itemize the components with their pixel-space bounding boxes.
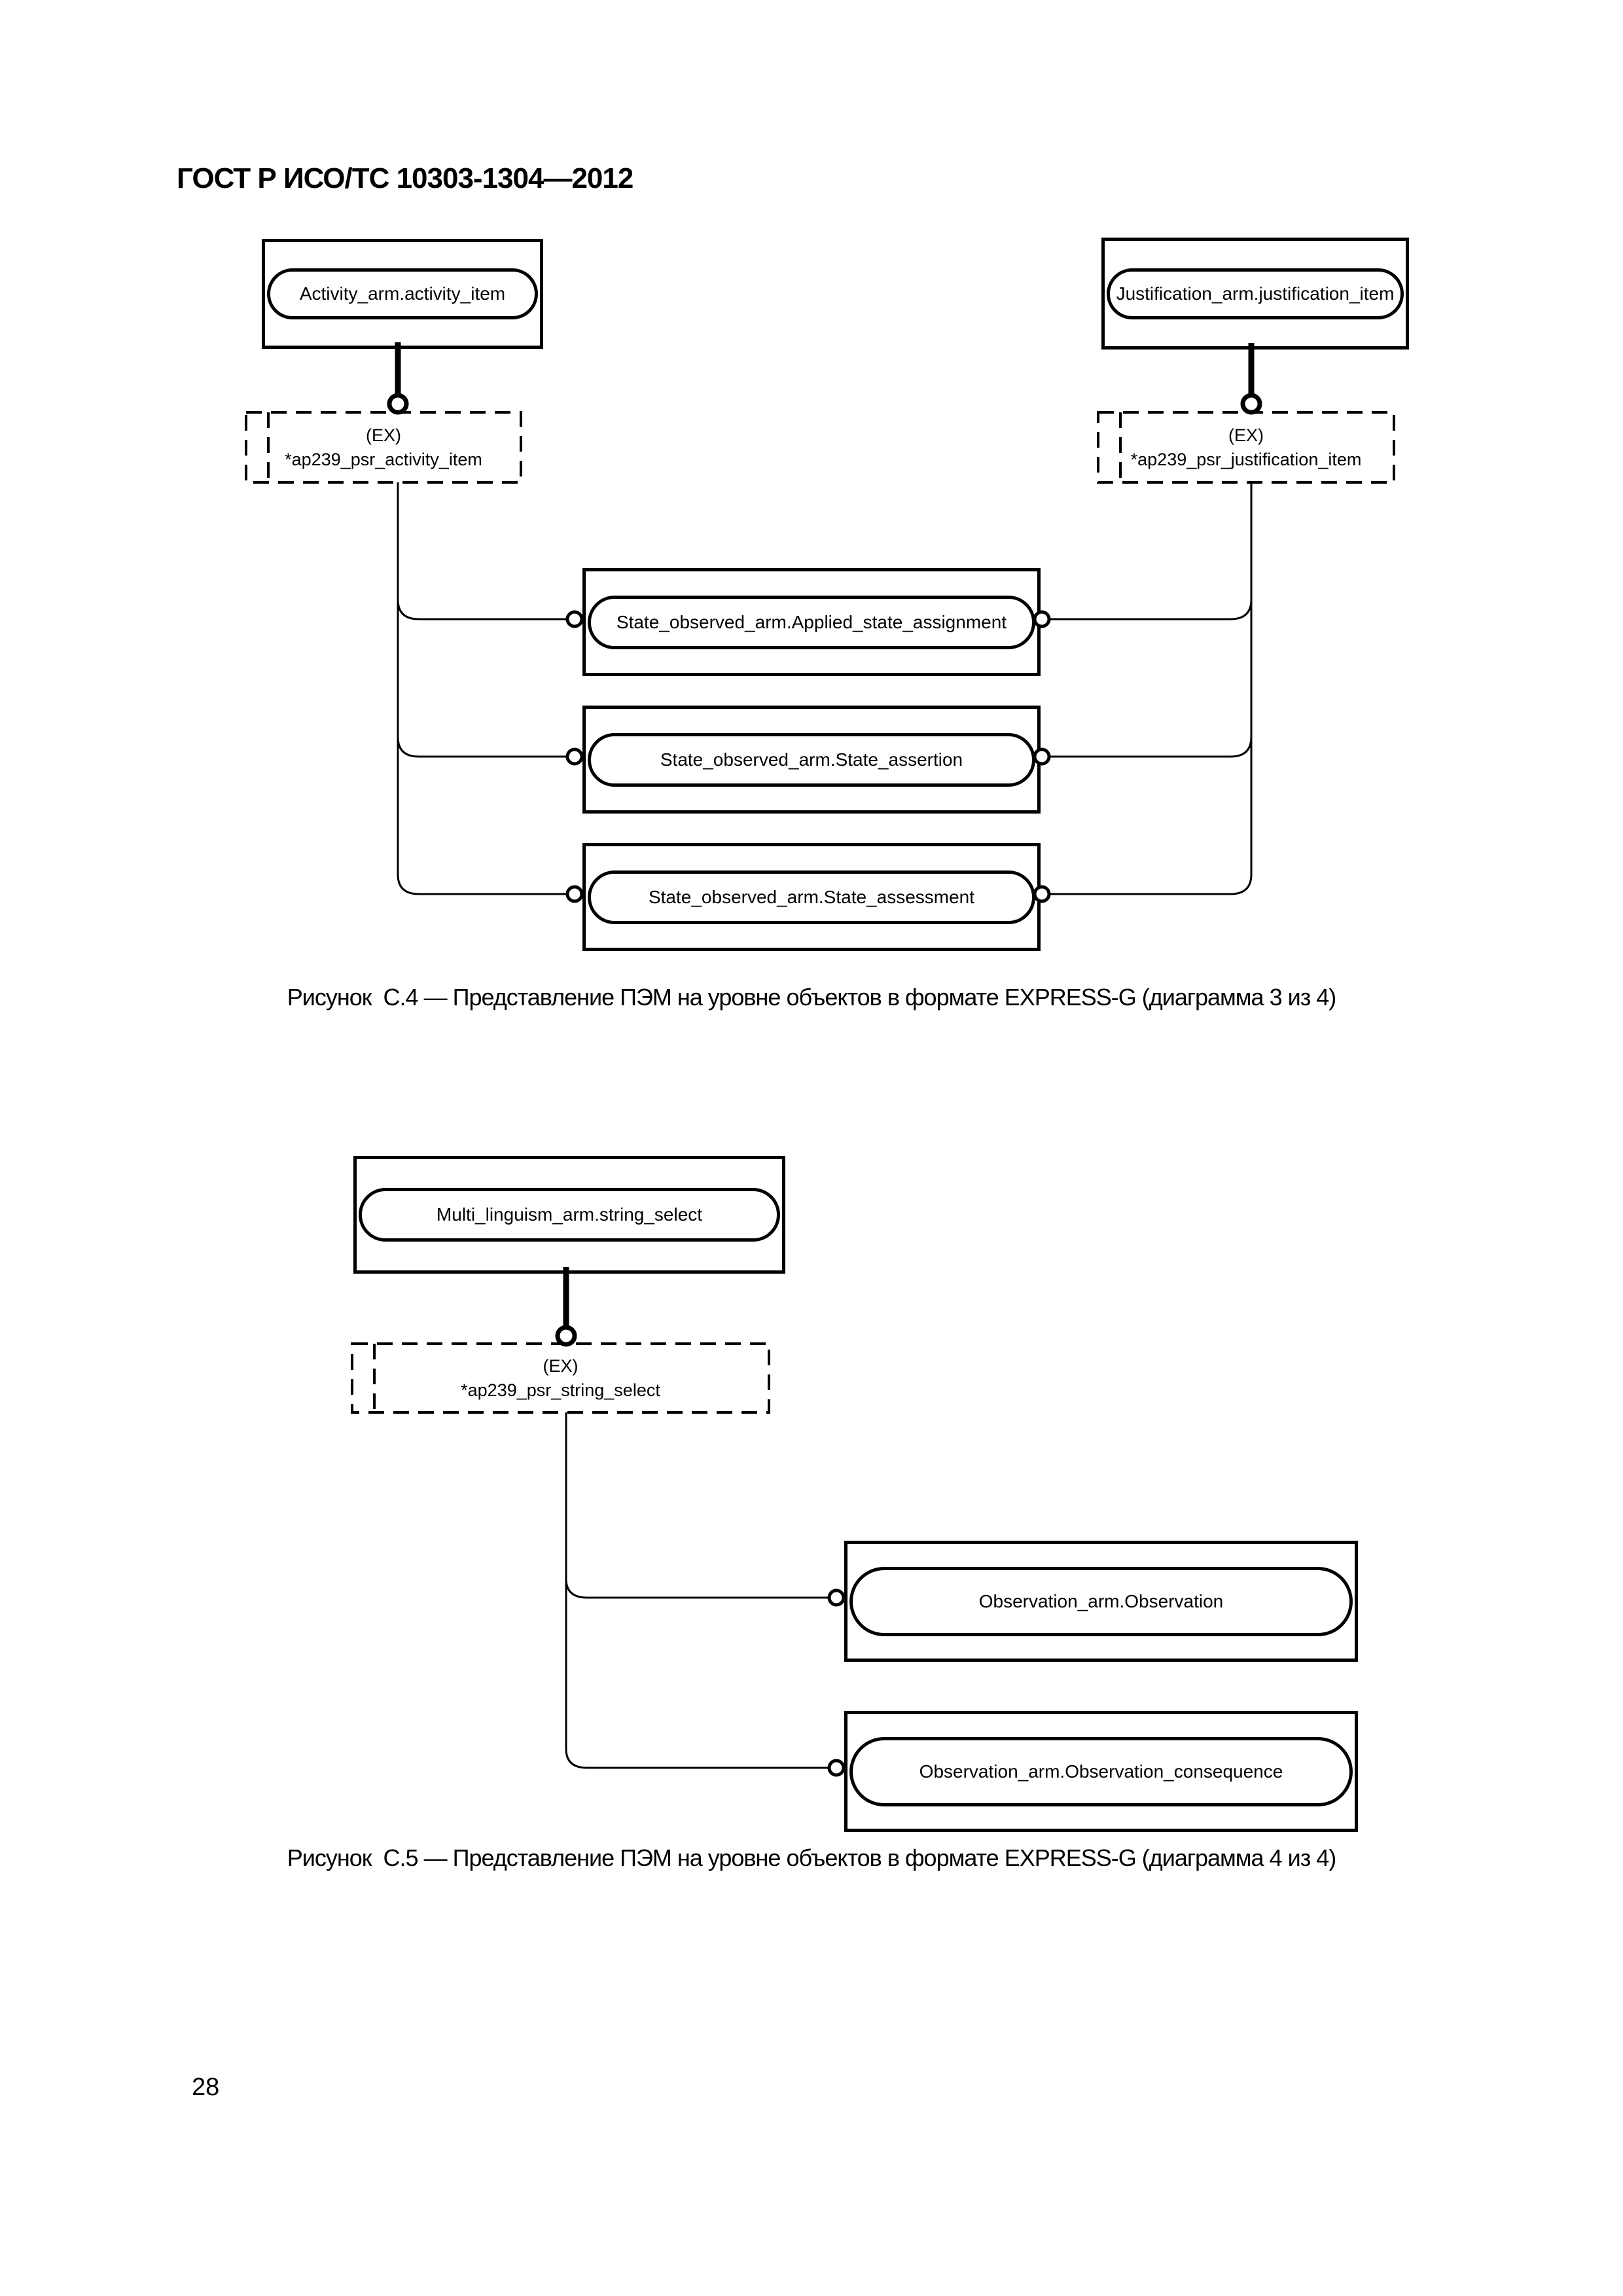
open-circle-connectors-d2 [827,1588,846,1777]
relation-line [1050,736,1253,758]
figure-c4-caption: Рисунок С.4 — Представление ПЭМ на уровн… [287,984,1336,1011]
circle-connector [565,885,584,903]
circle-connector [555,1325,577,1347]
ref-prefix-label: (EX) [1228,425,1264,445]
entity-box-state-assessment: State_observed_arm.State_assessment [582,843,1041,951]
ref-box-ap239-psr-activity-item: (EX) *ap239_psr_activity_item [246,412,521,482]
ref-box-ap239-psr-justification-item: (EX) *ap239_psr_justification_item [1098,412,1394,482]
diagram2-connectors [565,1412,829,1769]
entity-box-observation-consequence: Observation_arm.Observation_consequence [844,1711,1358,1832]
ref-name-label: *ap239_psr_activity_item [285,449,482,469]
ref-name-label: *ap239_psr_justification_item [1130,449,1362,469]
circle-connector [1240,393,1262,415]
entity-label-applied-state-assignment: State_observed_arm.Applied_state_assignm… [588,595,1035,649]
circle-connector [827,1588,846,1607]
relation-line [397,736,567,758]
page-number: 28 [192,2073,220,2101]
relation-line [397,599,567,620]
entity-box-activity-item: Activity_arm.activity_item [262,239,543,349]
relation-line [1050,599,1253,620]
ref-prefix-label: (EX) [543,1355,579,1376]
entity-box-observation: Observation_arm.Observation [844,1541,1358,1662]
entity-box-state-assertion: State_observed_arm.State_assertion [582,706,1041,814]
entity-label-justification-item: Justification_arm.justification_item [1107,268,1404,319]
ref-prefix-label: (EX) [366,425,401,445]
diagram1-right-connectors [1050,482,1253,895]
circle-connector [565,610,584,628]
circle-connector [827,1759,846,1777]
entity-label-observation-consequence: Observation_arm.Observation_consequence [849,1736,1353,1806]
relation-line [565,1578,829,1599]
relation-line [1050,874,1253,895]
entity-box-string-select: Multi_linguism_arm.string_select [353,1156,785,1274]
page-header: ГОСТ Р ИСО/ТС 10303-1304—2012 [177,162,633,194]
entity-label-string-select: Multi_linguism_arm.string_select [359,1188,780,1242]
circle-connector [387,393,409,415]
entity-label-observation: Observation_arm.Observation [849,1566,1353,1636]
diagram1-left-connectors [397,482,567,895]
entity-box-justification-item: Justification_arm.justification_item [1101,238,1409,350]
entity-label-state-assertion: State_observed_arm.State_assertion [588,732,1035,787]
entity-label-state-assessment: State_observed_arm.State_assessment [588,870,1035,924]
relation-line [565,1748,829,1769]
relation-line [397,874,567,895]
entity-label-activity-item: Activity_arm.activity_item [267,268,538,319]
circle-connector [565,747,584,766]
entity-box-applied-state-assignment: State_observed_arm.Applied_state_assignm… [582,568,1041,676]
ref-box-ap239-psr-string-select: (EX) *ap239_psr_string_select [352,1344,769,1412]
figure-c5-caption: Рисунок С.5 — Представление ПЭМ на уровн… [287,1844,1336,1871]
ref-name-label: *ap239_psr_string_select [461,1380,660,1400]
